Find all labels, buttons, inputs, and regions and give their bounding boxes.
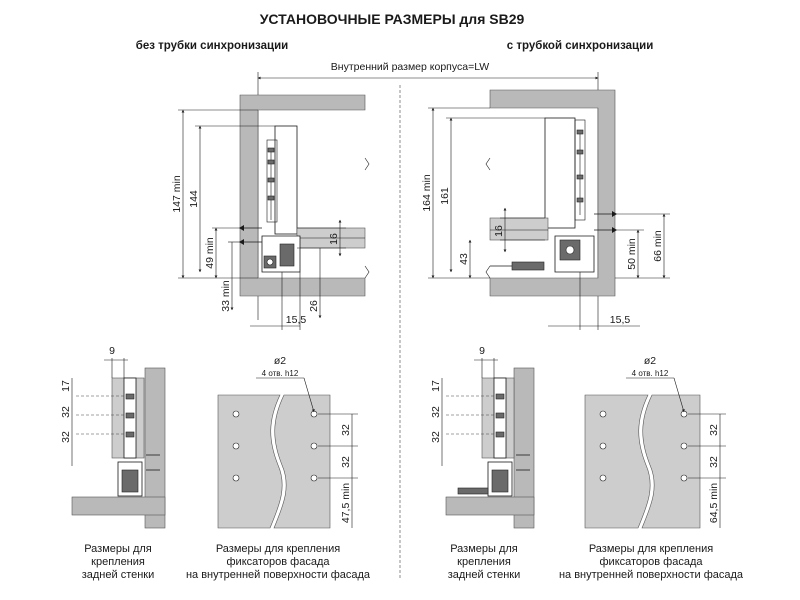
sync-tube-back <box>457 487 489 495</box>
dim-15-5-right: 15,5 <box>610 314 631 326</box>
dim-64-5-min: 64,5 min <box>708 483 720 523</box>
caption-back-right-1: Размеры для <box>450 543 518 555</box>
caption-back-left-2: крепления <box>91 556 145 568</box>
caption-front-left-2: фиксаторов фасада <box>227 556 331 568</box>
right-front-panel-view: ø2 4 отв. h12 32 32 64,5 min <box>584 355 726 529</box>
dim-16: 16 <box>328 233 340 245</box>
page-title: УСТАНОВОЧНЫЕ РАЗМЕРЫ для SB29 <box>260 11 525 27</box>
inner-size-label: Внутренний размер корпуса=LW <box>331 61 489 73</box>
back-panel-left <box>144 367 166 529</box>
captions: Размеры для крепления задней стенки Разм… <box>82 543 744 581</box>
diameter-label-left: ø2 <box>274 355 286 367</box>
caption-front-left-3: на внутренней поверхности фасада <box>186 569 371 581</box>
caption-front-right-1: Размеры для крепления <box>589 543 713 555</box>
caption-front-right-2: фиксаторов фасада <box>600 556 704 568</box>
front-panel-left-part <box>217 394 283 529</box>
diameter-label-right: ø2 <box>644 355 656 367</box>
dim-9: 9 <box>109 345 115 357</box>
left-heading: без трубки синхронизации <box>136 40 288 52</box>
caption-front-left-1: Размеры для крепления <box>216 543 340 555</box>
bottom-panel-left <box>71 496 166 516</box>
right-back-wall-view: 17 32 32 9 <box>430 345 535 529</box>
dim-50-min: 50 min <box>626 238 638 270</box>
dim-33-min: 33 min <box>220 280 232 312</box>
dim-164-min: 164 min <box>421 174 433 212</box>
dim-47-5-min: 47,5 min <box>340 483 352 523</box>
front-panel-left-part-right <box>584 394 651 529</box>
left-front-panel-view: ø2 4 отв. h12 32 32 47,5 min <box>217 355 358 529</box>
dim-26: 26 <box>308 300 320 312</box>
dim-15-5-left: 15,5 <box>286 314 307 326</box>
left-cross-section: 147 min 144 49 min 33 min 16 26 15,5 <box>171 94 370 330</box>
dim-32-b: 32 <box>60 431 72 443</box>
dim-16-right: 16 <box>493 225 505 237</box>
dim-9-right: 9 <box>479 345 485 357</box>
right-cross-section: 164 min 161 16 43 50 min 66 min 15,5 <box>421 89 670 330</box>
bottom-panel-right <box>445 496 535 516</box>
caption-back-right-3: задней стенки <box>448 569 521 581</box>
dim-front-32-a-right: 32 <box>708 424 720 436</box>
caption-back-left-1: Размеры для <box>84 543 152 555</box>
left-back-wall-view: 17 32 32 9 <box>60 345 166 529</box>
caption-front-right-3: на внутренней поверхности фасада <box>559 569 744 581</box>
front-panel-right-part-right <box>641 394 701 529</box>
dim-144: 144 <box>188 190 200 208</box>
caption-back-left-3: задней стенки <box>82 569 155 581</box>
dim-front-32-a: 32 <box>340 424 352 436</box>
dim-147-min: 147 min <box>171 175 183 213</box>
dim-49-min: 49 min <box>204 237 216 269</box>
dim-32-a-right: 32 <box>430 406 442 418</box>
dim-front-32-b-right: 32 <box>708 456 720 468</box>
holes-label-left: 4 отв. h12 <box>262 369 299 378</box>
right-heading: с трубкой синхронизации <box>507 40 654 52</box>
dim-17-right: 17 <box>430 380 442 392</box>
dim-43: 43 <box>458 253 470 265</box>
drawer-side-profile-right <box>544 117 576 229</box>
dim-front-32-b: 32 <box>340 456 352 468</box>
cabinet-side-left <box>239 94 366 297</box>
dim-66-min: 66 min <box>652 230 664 262</box>
dim-32-b-right: 32 <box>430 431 442 443</box>
front-panel-right-part <box>273 394 331 529</box>
holes-label-right: 4 отв. h12 <box>632 369 669 378</box>
caption-back-right-2: крепления <box>457 556 511 568</box>
dim-17: 17 <box>60 380 72 392</box>
sync-tube <box>511 261 545 271</box>
dim-161: 161 <box>439 187 451 205</box>
drawer-side-profile <box>274 125 298 235</box>
dim-32-a: 32 <box>60 406 72 418</box>
